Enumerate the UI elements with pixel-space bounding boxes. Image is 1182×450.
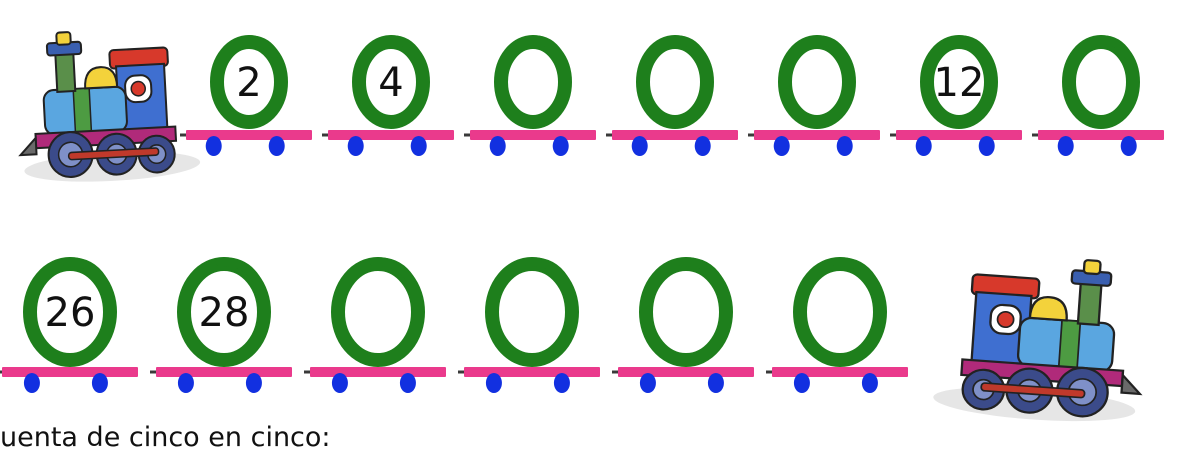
wagon-wheel [399,373,416,393]
wagon-bar [1038,130,1164,140]
wagon: 12 [890,35,1022,156]
wagon [1032,35,1164,156]
wagon-wheel [177,373,194,393]
locomotive-icon-right [931,232,1155,447]
wagon [766,257,908,393]
wagon-bar [310,367,446,377]
number-ring [494,35,572,129]
wagon-wheel [485,373,502,393]
wagon-wheel [773,136,790,156]
wagon-wheel [793,373,810,393]
instruction-text: uenta de cinco en cinco: [0,422,331,450]
wagon: 4 [322,35,454,156]
number-ring [485,257,579,367]
wagon-wheel [245,373,262,393]
wagon-wheel [707,373,724,393]
wagon-wheel [552,136,569,156]
wagon-wheel [915,136,932,156]
wagon [304,257,446,393]
wagon-bar [2,367,138,377]
wagon-wheel [205,136,222,156]
wagon-wheel [978,136,995,156]
number-ring [23,257,117,367]
number-ring [920,35,998,129]
wagon-bar [772,367,908,377]
wagon: 28 [150,257,292,393]
wagon-bar [186,130,312,140]
number-ring [639,257,733,367]
wagon [612,257,754,393]
wagon-wheel [639,373,656,393]
wagon-wheel [91,373,108,393]
wagon-wheel [268,136,285,156]
wagon-bar [464,367,600,377]
wagon-number: 2 [236,60,261,106]
wagon-bar [896,130,1022,140]
wagon [606,35,738,156]
number-ring [1062,35,1140,129]
wagon [748,35,880,156]
number-ring [636,35,714,129]
wagon-wheel [410,136,427,156]
number-ring [210,35,288,129]
number-ring [331,257,425,367]
wagon-bar [156,367,292,377]
wagon-wheel [861,373,878,393]
wagon-wheel [553,373,570,393]
wagon-number: 26 [45,290,96,336]
wagon-wheel [1120,136,1137,156]
wagon-number: 4 [378,60,403,106]
number-ring [352,35,430,129]
wagon-wheel [347,136,364,156]
number-ring [778,35,856,129]
wagon: 26 [0,257,138,393]
wagon-bar [618,367,754,377]
wagon-bar [612,130,738,140]
wagon-number: 12 [934,60,985,106]
wagon-wheel [631,136,648,156]
wagon-bar [754,130,880,140]
wagon [464,35,596,156]
number-ring [177,257,271,367]
wagon-wheel [1057,136,1074,156]
wagon-wheel [694,136,711,156]
wagon [458,257,600,393]
wagon-number: 28 [199,290,250,336]
wagon-rows: 2 4 12 26 28 [0,35,1164,393]
wagon-wheel [331,373,348,393]
wagon-bar [328,130,454,140]
wagon-bar [470,130,596,140]
wagon-wheel [836,136,853,156]
wagon: 2 [180,35,312,156]
wagon-wheel [489,136,506,156]
wagon-wheel [23,373,40,393]
locomotive-icon-left [9,9,202,203]
number-ring [793,257,887,367]
